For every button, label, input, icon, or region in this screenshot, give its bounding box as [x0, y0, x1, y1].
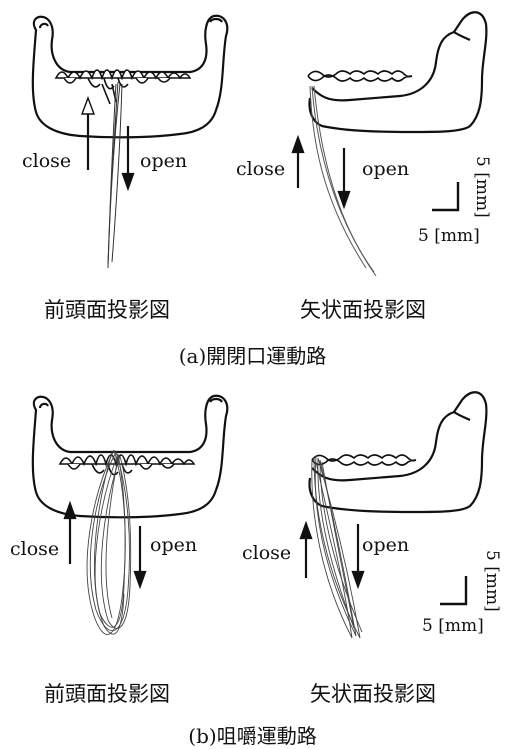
close-arrow [82, 98, 94, 170]
open-label: open [140, 152, 187, 171]
open-label: open [362, 160, 409, 179]
trajectory-lines [312, 456, 362, 638]
trajectory-lines [87, 450, 131, 635]
close-arrow [301, 524, 311, 578]
open-arrow [135, 526, 145, 586]
section-a: close open 前頭面投影図 [0, 0, 505, 380]
teeth-row [308, 71, 412, 81]
sagittal-caption-b: 矢状面投影図 [310, 684, 436, 705]
section-b-caption: (b)咀嚼運動路 [0, 726, 505, 746]
scale-bar [440, 576, 466, 604]
sagittal-caption-a: 矢状面投影図 [300, 300, 426, 321]
close-label: close [236, 160, 285, 179]
scale-horizontal-label: 5 [mm] [418, 228, 480, 245]
close-arrow [293, 138, 303, 188]
section-a-caption: (a)開閉口運動路 [0, 346, 505, 366]
trajectory-lines [108, 82, 122, 268]
scale-vertical-label: 5 [mm] [473, 156, 490, 218]
scale-bar [432, 182, 458, 210]
open-arrow [123, 126, 133, 188]
close-label: close [22, 152, 71, 171]
frontal-jaw-drawing-b [0, 380, 250, 660]
section-b: close open 前頭面投影図 [0, 380, 505, 749]
frontal-projection-b: close open [0, 380, 250, 660]
teeth-row [56, 70, 190, 104]
frontal-caption-a: 前頭面投影図 [44, 300, 170, 321]
close-label: close [10, 540, 59, 559]
frontal-projection-a: close open [0, 0, 250, 280]
teeth-row [312, 455, 416, 465]
sagittal-projection-b: close open 5 [mm] 5 [mm] [250, 380, 505, 660]
frontal-jaw-drawing-a [0, 0, 250, 280]
close-label: close [242, 544, 291, 563]
scale-vertical-label: 5 [mm] [483, 550, 500, 612]
open-label: open [150, 536, 197, 555]
teeth-row [60, 455, 194, 475]
scale-horizontal-label: 5 [mm] [422, 618, 484, 635]
close-arrow [65, 504, 75, 564]
open-label: open [362, 536, 409, 555]
sagittal-projection-a: close open 5 [mm] 5 [mm] [250, 0, 505, 280]
mandible-outline [310, 392, 487, 512]
frontal-caption-b: 前頭面投影図 [44, 684, 170, 705]
open-arrow [339, 148, 349, 206]
